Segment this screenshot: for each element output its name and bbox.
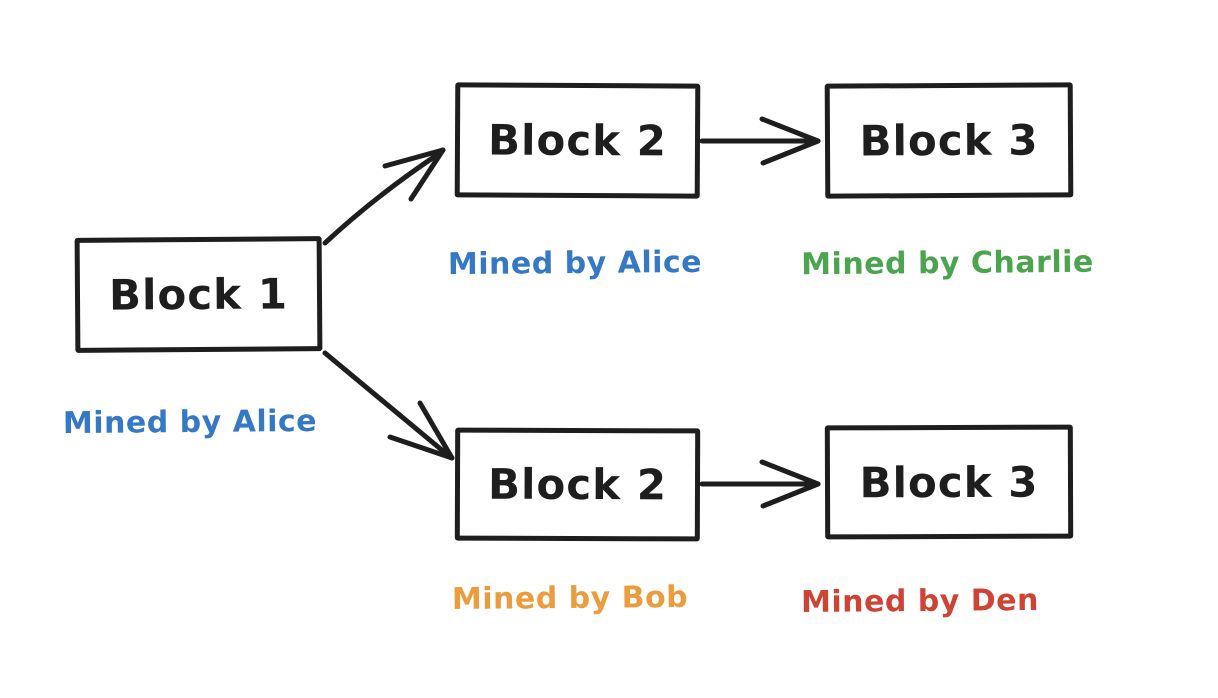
node-block3-top-label: Block 3: [859, 115, 1039, 166]
node-block2-bottom: Block 2: [454, 427, 701, 542]
miner-label-block1: Mined by Alice: [62, 403, 318, 442]
arrow-block1-to-block2-top: [322, 147, 446, 246]
node-block1-label: Block 1: [108, 269, 289, 320]
arrow-block1-to-block2-bottom: [322, 350, 455, 461]
arrow-block2-top-to-block3-top: [699, 116, 821, 166]
node-block3-bottom-label: Block 3: [859, 457, 1039, 507]
node-block2-top: Block 2: [454, 82, 701, 199]
miner-label-block3-bottom: Mined by Den: [800, 582, 1040, 621]
node-block2-bottom-label: Block 2: [487, 459, 668, 510]
node-block3-top: Block 3: [824, 82, 1074, 199]
node-block1: Block 1: [74, 236, 323, 353]
arrow-block2-bottom-to-block3-bottom: [699, 459, 821, 509]
node-block3-bottom: Block 3: [824, 424, 1074, 540]
miner-label-block2-bottom: Mined by Bob: [451, 579, 689, 618]
miner-label-block3-top: Mined by Charlie: [801, 244, 1094, 283]
miner-label-block2-top: Mined by Alice: [447, 244, 703, 283]
node-block2-top-label: Block 2: [487, 115, 668, 166]
